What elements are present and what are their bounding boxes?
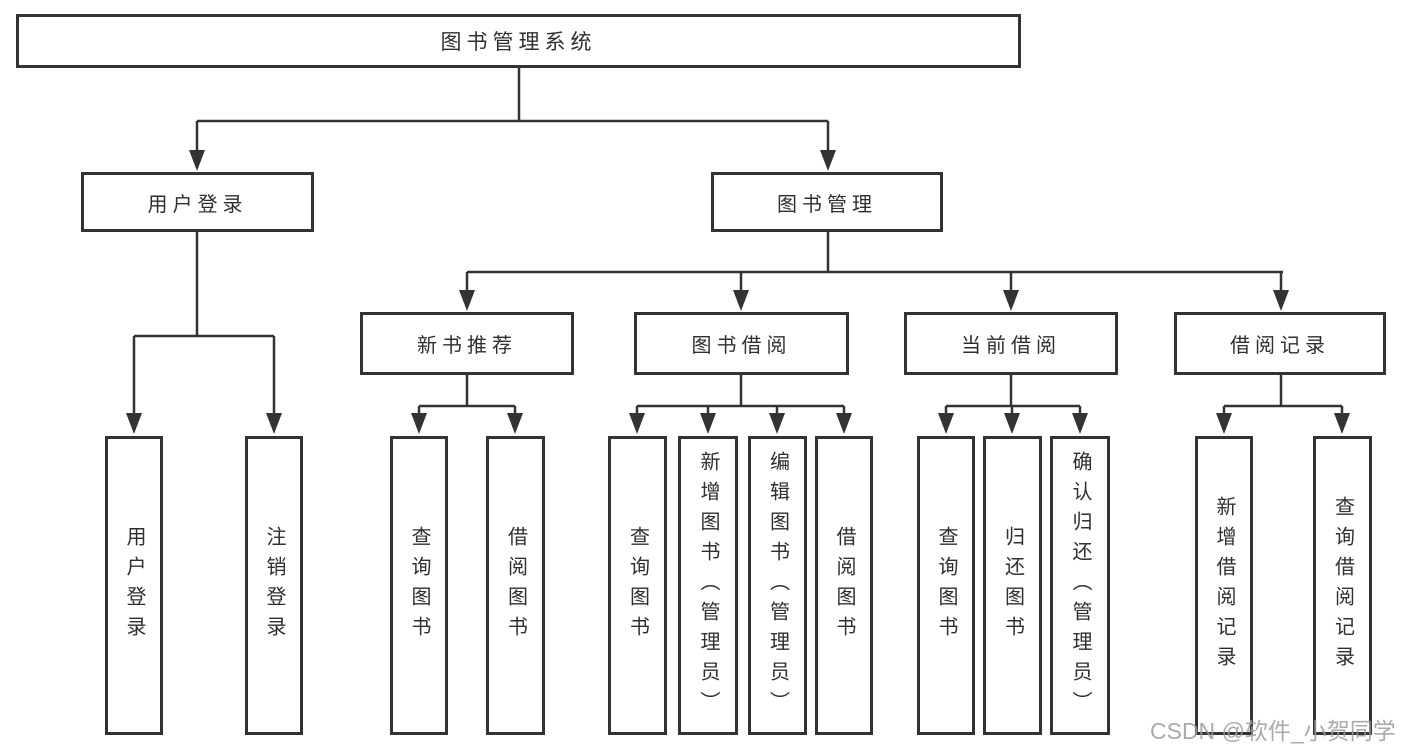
leaf-query-books: 查询图书 <box>608 436 667 735</box>
arrow-down-icon <box>1004 413 1020 434</box>
arrow-down-icon <box>1072 413 1088 434</box>
arrow-down-icon <box>266 413 282 434</box>
node-current-borrowing: 当前借阅 <box>904 312 1118 375</box>
arrow-down-icon <box>459 290 475 311</box>
arrow-down-icon <box>189 150 205 171</box>
leaf-return-books: 归还图书 <box>983 436 1042 735</box>
leaf-borrow-books: 借阅图书 <box>486 436 545 735</box>
arrow-down-icon <box>507 413 523 434</box>
leaf-logout: 注销登录 <box>245 436 303 735</box>
leaf-edit-books-admin: 编辑图书（管理员） <box>748 436 807 735</box>
arrow-down-icon <box>629 413 645 434</box>
leaf-query-books: 查询图书 <box>390 436 448 735</box>
connector-path <box>132 68 1344 416</box>
leaf-add-books-admin: 新增图书（管理员） <box>678 436 738 735</box>
leaf-add-borrow-record: 新增借阅记录 <box>1195 436 1253 735</box>
arrow-down-icon <box>411 413 427 434</box>
arrow-down-icon <box>820 150 836 171</box>
arrow-down-icon <box>769 413 785 434</box>
node-book-borrowing: 图书借阅 <box>634 312 849 375</box>
arrow-down-icon <box>700 413 716 434</box>
node-library-system: 图书管理系统 <box>16 14 1021 68</box>
arrow-down-icon <box>938 413 954 434</box>
node-book-management: 图书管理 <box>711 172 943 232</box>
node-new-book-recommend: 新书推荐 <box>360 312 574 375</box>
arrow-down-icon <box>1273 290 1289 311</box>
arrow-down-icon <box>126 413 142 434</box>
arrow-down-icon <box>1334 413 1350 434</box>
arrow-down-icon <box>836 413 852 434</box>
node-user-login: 用户登录 <box>81 172 314 232</box>
leaf-user-login: 用户登录 <box>105 436 163 735</box>
node-borrowing-records: 借阅记录 <box>1174 312 1386 375</box>
leaf-confirm-return-admin: 确认归还（管理员） <box>1050 436 1110 735</box>
arrow-down-icon <box>1003 290 1019 311</box>
leaf-query-books: 查询图书 <box>917 436 975 735</box>
leaf-query-borrow-record: 查询借阅记录 <box>1313 436 1372 735</box>
arrow-down-icon <box>733 290 749 311</box>
arrow-down-icon <box>1216 413 1232 434</box>
csdn-watermark: CSDN @软件_小贺同学 <box>1150 718 1396 744</box>
leaf-borrow-books: 借阅图书 <box>815 436 873 735</box>
